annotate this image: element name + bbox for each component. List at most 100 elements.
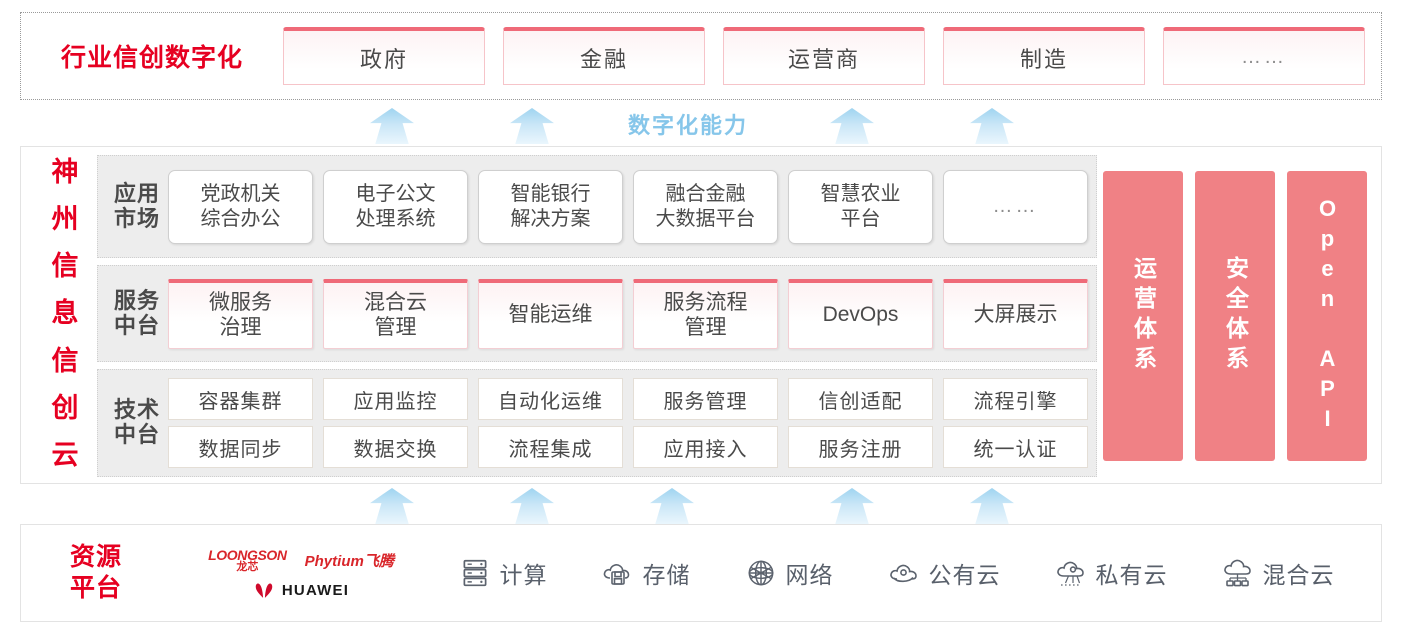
card-line: 混合云 — [364, 290, 427, 314]
cloud-title-char: 云 — [51, 439, 79, 470]
up-arrow-icon — [510, 488, 554, 524]
service-card-service-process-management[interactable]: 服务流程 管理 — [633, 278, 778, 349]
card-line: 微服务 — [209, 290, 272, 314]
up-arrow-icon — [970, 488, 1014, 524]
tech-card-service-management[interactable]: 服务管理 — [633, 378, 778, 420]
tech-card-app-monitoring[interactable]: 应用监控 — [323, 378, 468, 420]
digital-capability-strip: 数字化能力 — [20, 102, 1382, 144]
card-line: 解决方案 — [510, 207, 591, 230]
tech-card-xinchuang-adaptation[interactable]: 信创适配 — [788, 378, 933, 420]
cloud-storage-icon — [603, 564, 629, 585]
app-card-finance-bigdata-platform[interactable]: 融合金融 大数据平台 — [633, 169, 778, 244]
tech-card-unified-auth[interactable]: 统一认证 — [943, 426, 1088, 468]
tech-card-service-registry[interactable]: 服务注册 — [788, 426, 933, 468]
pillar-label: 安全体系 — [1222, 256, 1249, 376]
row-label-technology-platform: 技术 中台 — [106, 398, 168, 447]
up-arrow-icon — [370, 108, 414, 144]
digital-capability-label: 数字化能力 — [628, 113, 749, 138]
resource-title-line: 平台 — [69, 574, 122, 602]
tech-card-process-engine[interactable]: 流程引擎 — [943, 378, 1088, 420]
pillar-security-system[interactable]: 安全体系 — [1195, 171, 1275, 461]
industry-card-manufacturing[interactable]: 制造 — [943, 27, 1145, 85]
row-label-line: 应用 — [113, 180, 160, 206]
service-card-big-screen-display[interactable]: 大屏展示 — [943, 278, 1088, 349]
app-card-govt-office[interactable]: 党政机关 综合办公 — [168, 169, 313, 244]
card-line: 平台 — [840, 207, 881, 230]
cloud-platform-panel: 神 州 信 息 信 创 云 应用 市场 党政机关 综合办公 — [20, 146, 1382, 484]
card-line: 处理系统 — [355, 207, 436, 230]
tech-card-automated-ops[interactable]: 自动化运维 — [478, 378, 623, 420]
pillar-label: Open API — [1315, 196, 1340, 436]
app-card-smart-agriculture-platform[interactable]: 智慧农业 平台 — [788, 169, 933, 244]
card-line: 管理 — [374, 316, 417, 339]
application-market-cards: 党政机关 综合办公 电子公文 处理系统 智能银行 解决方案 — [168, 156, 1088, 257]
resource-item-compute[interactable]: 计算 — [458, 556, 548, 590]
up-arrow-icon — [830, 108, 874, 144]
huawei-logo: HUAWEI — [253, 582, 349, 599]
industry-card-list: 政府 金融 运营商 制造 …… — [283, 27, 1381, 85]
resource-to-cloud-arrow-strip — [20, 484, 1382, 524]
vendor-logo-group: LOONGSON 龙芯 Phytium飞腾 HUAWEI — [171, 548, 431, 599]
resource-item-label: 公有云 — [928, 562, 1001, 588]
service-card-hybrid-cloud-management[interactable]: 混合云 管理 — [323, 278, 468, 349]
network-icon — [748, 560, 773, 586]
resource-item-hybrid-cloud[interactable]: 混合云 — [1221, 556, 1335, 590]
industry-card-operator[interactable]: 运营商 — [723, 27, 925, 85]
up-arrow-icon — [370, 488, 414, 524]
industry-card-finance[interactable]: 金融 — [503, 27, 705, 85]
industry-card-more[interactable]: …… — [1163, 27, 1365, 85]
resource-item-public-cloud[interactable]: 公有云 — [887, 556, 1001, 590]
tech-card-container-cluster[interactable]: 容器集群 — [168, 378, 313, 420]
hybrid-cloud-icon — [1223, 559, 1251, 587]
vendor-logo-row-2: HUAWEI — [253, 582, 349, 599]
row-label-line: 中台 — [113, 422, 160, 447]
card-line: 智能银行 — [510, 183, 591, 206]
row-service-platform: 服务 中台 微服务 治理 混合云 管理 — [97, 265, 1097, 362]
resource-item-private-cloud[interactable]: 私有云 — [1054, 556, 1168, 590]
huawei-petal-icon — [255, 583, 273, 598]
app-card-more[interactable]: …… — [943, 169, 1088, 244]
card-line: 综合办公 — [200, 207, 281, 230]
card-line: 管理 — [684, 316, 727, 339]
industry-card-government[interactable]: 政府 — [283, 27, 485, 85]
resource-item-label: 网络 — [785, 562, 834, 588]
app-card-e-document-system[interactable]: 电子公文 处理系统 — [323, 169, 468, 244]
card-line: 智慧农业 — [820, 183, 901, 206]
pillar-label: 运营体系 — [1130, 256, 1157, 376]
resource-platform-title: 资源 平台 — [21, 542, 171, 605]
row-technology-platform: 技术 中台 容器集群 应用监控 自动化运维 服务管理 信创适配 流程引擎 数据同… — [97, 369, 1097, 477]
resource-item-network[interactable]: 网络 — [744, 556, 834, 590]
card-line: 治理 — [219, 316, 262, 339]
app-card-smart-bank-solution[interactable]: 智能银行 解决方案 — [478, 169, 623, 244]
service-card-intelligent-ops[interactable]: 智能运维 — [478, 278, 623, 349]
row-label-service-platform: 服务 中台 — [106, 287, 168, 338]
resource-item-storage[interactable]: 存储 — [601, 556, 691, 590]
loongson-logo: LOONGSON 龙芯 — [208, 546, 287, 573]
industry-band-title: 行业信创数字化 — [60, 44, 243, 72]
private-cloud-icon — [1056, 561, 1084, 586]
cloud-title-char: 信 — [51, 345, 79, 376]
tech-card-process-integration[interactable]: 流程集成 — [478, 426, 623, 468]
tech-card-data-exchange[interactable]: 数据交换 — [323, 426, 468, 468]
technology-platform-row-2: 数据同步 数据交换 流程集成 应用接入 服务注册 统一认证 — [168, 426, 1088, 468]
service-card-devops[interactable]: DevOps — [788, 278, 933, 349]
technology-platform-cards: 容器集群 应用监控 自动化运维 服务管理 信创适配 流程引擎 数据同步 数据交换… — [168, 370, 1088, 476]
cloud-title-char: 息 — [51, 298, 79, 329]
service-card-microservice-governance[interactable]: 微服务 治理 — [168, 278, 313, 349]
server-icon — [463, 559, 486, 587]
phytium-logo: Phytium飞腾 — [304, 552, 394, 570]
pillar-operations-system[interactable]: 运营体系 — [1103, 171, 1183, 461]
industry-band: 行业信创数字化 政府 金融 运营商 制造 …… — [20, 12, 1382, 100]
row-application-market: 应用 市场 党政机关 综合办公 电子公文 处理系统 — [97, 155, 1097, 258]
technology-platform-row-1: 容器集群 应用监控 自动化运维 服务管理 信创适配 流程引擎 — [168, 378, 1088, 420]
resource-item-label: 存储 — [642, 562, 691, 588]
row-label-application-market: 应用 市场 — [106, 180, 168, 231]
loongson-logo-cn: 龙芯 — [236, 560, 259, 573]
up-arrow-icon — [970, 108, 1014, 144]
loongson-logo-text: LOONGSON — [208, 546, 287, 563]
tech-card-app-access[interactable]: 应用接入 — [633, 426, 778, 468]
pillar-open-api[interactable]: Open API — [1287, 171, 1367, 461]
tech-card-data-sync[interactable]: 数据同步 — [168, 426, 313, 468]
row-label-line: 服务 — [113, 287, 160, 313]
